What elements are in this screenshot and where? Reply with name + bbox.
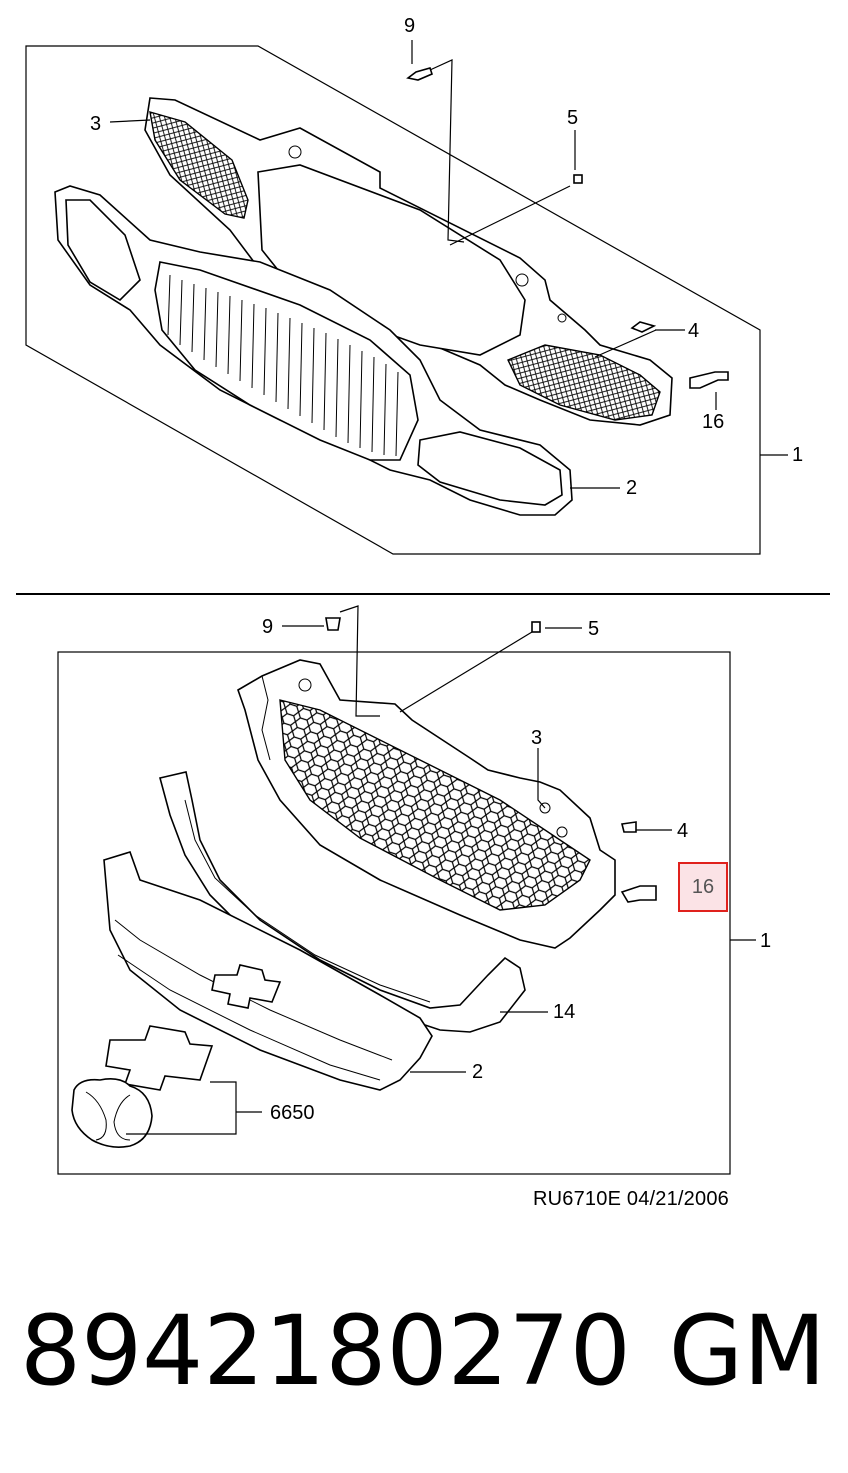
round-emblem [71,1078,153,1148]
upper-leader-lines [109,40,788,489]
hex-mesh-insert [279,699,591,911]
emblem-parts [71,1025,214,1148]
lower-front-grille [103,851,433,1091]
grille-slats [167,274,399,457]
bowtie-emblem-on-grille [211,964,282,1009]
upper-front-grille [54,185,573,516]
lower-callout-1: 1 [760,930,771,952]
lower-callout-5: 5 [588,618,599,640]
lower-assembly-frame [57,651,731,1175]
lower-callout-14: 14 [553,1001,575,1023]
upper-callout-2: 2 [626,477,637,499]
upper-callout-1: 1 [792,444,803,466]
lower-callout-6650: 6650 [270,1102,315,1124]
lower-callout-3: 3 [531,727,542,749]
parts-diagram: 9 5 3 4 16 1 2 [16,15,830,1175]
left-mesh-insert [149,111,249,219]
upper-diagram: 9 5 3 4 16 1 2 [25,15,803,555]
upper-callout-4: 4 [688,320,699,342]
lower-callout-9: 9 [262,616,273,638]
brand-label: GM [668,1295,826,1407]
upper-callout-5: 5 [567,107,578,129]
lower-callout-4: 4 [677,820,688,842]
lower-diagram: 9 5 3 4 1 14 2 6650 [57,605,771,1175]
upper-fasteners [406,67,729,389]
lower-callout-2: 2 [472,1061,483,1083]
bowtie-emblem [105,1025,214,1091]
lower-grille-bracket [237,659,616,949]
highlighted-callout-16[interactable]: 16 [678,862,728,912]
upper-grille-bracket [144,97,673,426]
highlighted-callout-label: 16 [691,876,715,898]
right-mesh-insert [507,344,661,421]
lower-fasteners [325,617,657,903]
drawing-code: RU6710E 04/21/2006 [533,1188,729,1210]
lower-leader-lines [126,605,756,1135]
upper-callout-3: 3 [90,113,101,135]
upper-callout-9: 9 [404,15,415,37]
part-number: 8942180270 [20,1295,631,1407]
upper-assembly-frame [25,45,761,555]
upper-callout-16: 16 [702,411,724,433]
